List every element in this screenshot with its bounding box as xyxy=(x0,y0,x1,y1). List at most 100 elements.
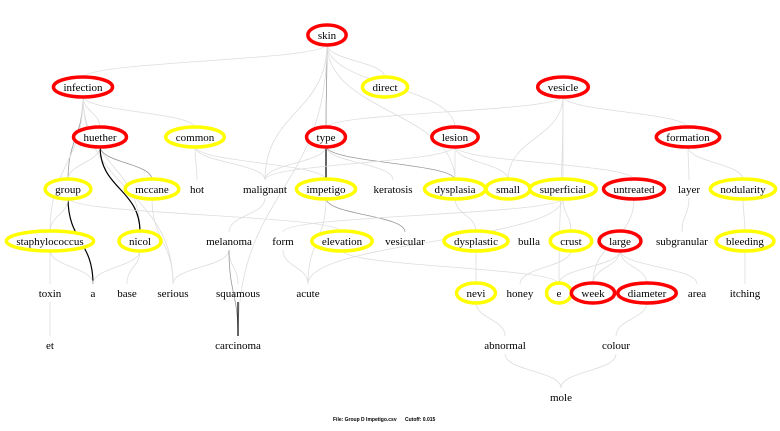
node-nicol[interactable]: nicol xyxy=(117,229,163,253)
node-label: superficial xyxy=(540,184,586,196)
edge-diameter-colour xyxy=(615,301,648,337)
edge-colour-mole xyxy=(560,353,617,389)
node-elevation[interactable]: elevation xyxy=(310,229,374,253)
yellow-highlight-ellipse xyxy=(4,229,96,253)
edge-common-malignant xyxy=(194,145,266,181)
yellow-highlight-ellipse xyxy=(310,229,374,253)
node-infection[interactable]: infection xyxy=(51,75,115,99)
node-label: direct xyxy=(372,82,397,94)
node-dysplastic[interactable]: dysplastic xyxy=(442,229,510,253)
node-label: common xyxy=(176,132,215,144)
node-serious[interactable]: serious xyxy=(157,288,188,300)
node-label: layer xyxy=(678,184,700,196)
node-area[interactable]: area xyxy=(688,288,706,300)
node-label: crust xyxy=(560,236,581,248)
node-squamous[interactable]: squamous xyxy=(216,288,260,300)
node-dysplasia[interactable]: dysplasia xyxy=(422,177,488,201)
edge-huether-mccane xyxy=(99,145,153,181)
edge-lesion-small xyxy=(454,145,509,181)
node-nodularity[interactable]: nodularity xyxy=(708,177,778,201)
node-mole[interactable]: mole xyxy=(550,392,572,404)
edge-formation-layer xyxy=(687,145,690,181)
node-skin[interactable]: skin xyxy=(306,23,348,47)
edge-large-week xyxy=(592,249,621,285)
node-itching[interactable]: itching xyxy=(730,288,761,300)
node-label: formation xyxy=(666,132,710,144)
node-bulla[interactable]: bulla xyxy=(518,236,540,248)
node-nevi[interactable]: nevi xyxy=(454,281,498,305)
yellow-highlight-ellipse xyxy=(454,281,498,305)
edge-impetigo-vesicular xyxy=(325,197,406,233)
node-mccane[interactable]: mccane xyxy=(123,177,181,201)
red-highlight-ellipse xyxy=(304,125,348,149)
node-label: hot xyxy=(190,184,204,196)
node-bleeding[interactable]: bleeding xyxy=(714,229,776,253)
node-e[interactable]: e xyxy=(544,281,574,305)
node-et[interactable]: et xyxy=(46,340,54,352)
node-label: large xyxy=(609,236,631,248)
node-toxin[interactable]: toxin xyxy=(39,288,62,300)
node-carcinoma[interactable]: carcinoma xyxy=(215,340,261,352)
node-malignant[interactable]: malignant xyxy=(243,184,287,196)
edge-skin-carcinoma xyxy=(237,43,328,337)
node-week[interactable]: week xyxy=(569,281,617,305)
node-form[interactable]: form xyxy=(272,236,294,248)
edge-skin-dysplasia xyxy=(326,43,456,181)
nodes: skin infection direct vesicle huether common t… xyxy=(4,23,778,404)
node-label: skin xyxy=(318,30,337,42)
node-crust[interactable]: crust xyxy=(548,229,594,253)
node-label: acute xyxy=(296,288,319,300)
node-common[interactable]: common xyxy=(164,125,226,149)
red-highlight-ellipse xyxy=(535,75,591,99)
node-subgranular[interactable]: subgranular xyxy=(656,236,708,248)
node-melanoma[interactable]: melanoma xyxy=(206,236,252,248)
node-colour[interactable]: colour xyxy=(602,340,630,352)
yellow-highlight-ellipse xyxy=(360,75,410,99)
red-highlight-ellipse xyxy=(71,125,129,149)
red-highlight-ellipse xyxy=(597,229,643,253)
yellow-highlight-ellipse xyxy=(294,177,358,201)
node-direct[interactable]: direct xyxy=(360,75,410,99)
node-hot[interactable]: hot xyxy=(190,184,204,196)
node-base[interactable]: base xyxy=(117,288,137,300)
node-label: vesicular xyxy=(385,236,425,248)
node-label: e xyxy=(557,288,562,300)
node-large[interactable]: large xyxy=(597,229,643,253)
edge-elevation-e xyxy=(341,249,560,285)
node-untreated[interactable]: untreated xyxy=(601,177,667,201)
node-small[interactable]: small xyxy=(484,177,532,201)
node-abnormal[interactable]: abnormal xyxy=(484,340,526,352)
node-vesicular[interactable]: vesicular xyxy=(385,236,425,248)
node-superficial[interactable]: superficial xyxy=(528,177,598,201)
node-huether[interactable]: huether xyxy=(71,125,129,149)
node-label: form xyxy=(272,236,294,248)
edge-vesicle-type xyxy=(325,95,564,129)
node-a[interactable]: a xyxy=(91,288,96,300)
yellow-highlight-ellipse xyxy=(117,229,163,253)
edge-form-acute xyxy=(282,249,309,285)
node-label: toxin xyxy=(39,288,62,300)
node-keratosis[interactable]: keratosis xyxy=(373,184,412,196)
node-label: subgranular xyxy=(656,236,708,248)
node-layer[interactable]: layer xyxy=(678,184,700,196)
node-impetigo[interactable]: impetigo xyxy=(294,177,358,201)
yellow-highlight-ellipse xyxy=(43,177,93,201)
edge-group-elevation xyxy=(67,197,343,233)
yellow-highlight-ellipse xyxy=(164,125,226,149)
node-acute[interactable]: acute xyxy=(296,288,319,300)
node-label: honey xyxy=(507,288,534,300)
node-label: nicol xyxy=(129,236,151,248)
node-diameter[interactable]: diameter xyxy=(616,281,678,305)
node-honey[interactable]: honey xyxy=(507,288,534,300)
edge-type-dysplasia xyxy=(325,145,456,181)
node-lesion[interactable]: lesion xyxy=(430,125,480,149)
node-label: bleeding xyxy=(726,236,764,248)
node-formation[interactable]: formation xyxy=(654,125,722,149)
node-group[interactable]: group xyxy=(43,177,93,201)
node-type[interactable]: type xyxy=(304,125,348,149)
node-label: vesicle xyxy=(548,82,579,94)
edge-huether-nicol xyxy=(99,145,141,233)
node-staphylococcus[interactable]: staphylococcus xyxy=(4,229,96,253)
edge-superficial-form xyxy=(282,197,564,233)
node-vesicle[interactable]: vesicle xyxy=(535,75,591,99)
